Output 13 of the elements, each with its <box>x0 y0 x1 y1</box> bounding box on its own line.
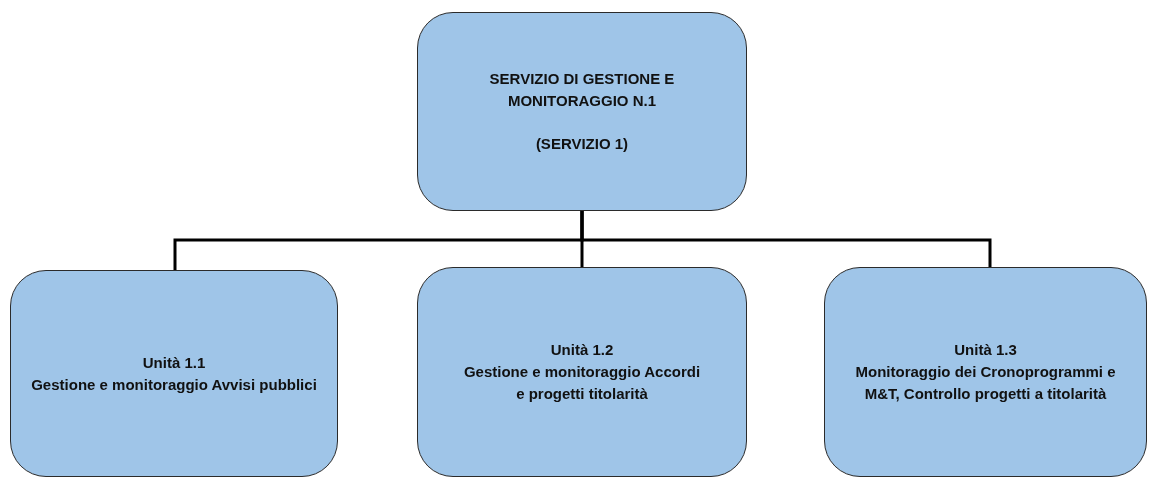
unit-box <box>10 270 338 477</box>
box-heading: Unità 1.1 <box>142 352 206 373</box>
box-heading: SERVIZIO DI GESTIONE E MONITORAGGIO N.1 <box>488 68 676 111</box>
box-text: (SERVIZIO 1) <box>535 134 629 155</box>
box-text: Monitoraggio dei Cronoprogrammi e M&T, Controllo progetti a titolarità <box>854 362 1117 404</box>
box-heading: Unità 1.3 <box>954 340 1017 361</box>
unit-box <box>824 267 1147 477</box>
unit-box <box>417 267 747 477</box>
connector-line <box>580 211 992 267</box>
department-box <box>417 12 747 211</box>
box-heading: Unità 1.2 <box>550 340 614 361</box>
box-text: Gestione e monitoraggio Avvisi pubblici <box>31 374 317 395</box>
box-text: Gestione e monitoraggio Accordi e progetti titolarità <box>462 362 702 404</box>
